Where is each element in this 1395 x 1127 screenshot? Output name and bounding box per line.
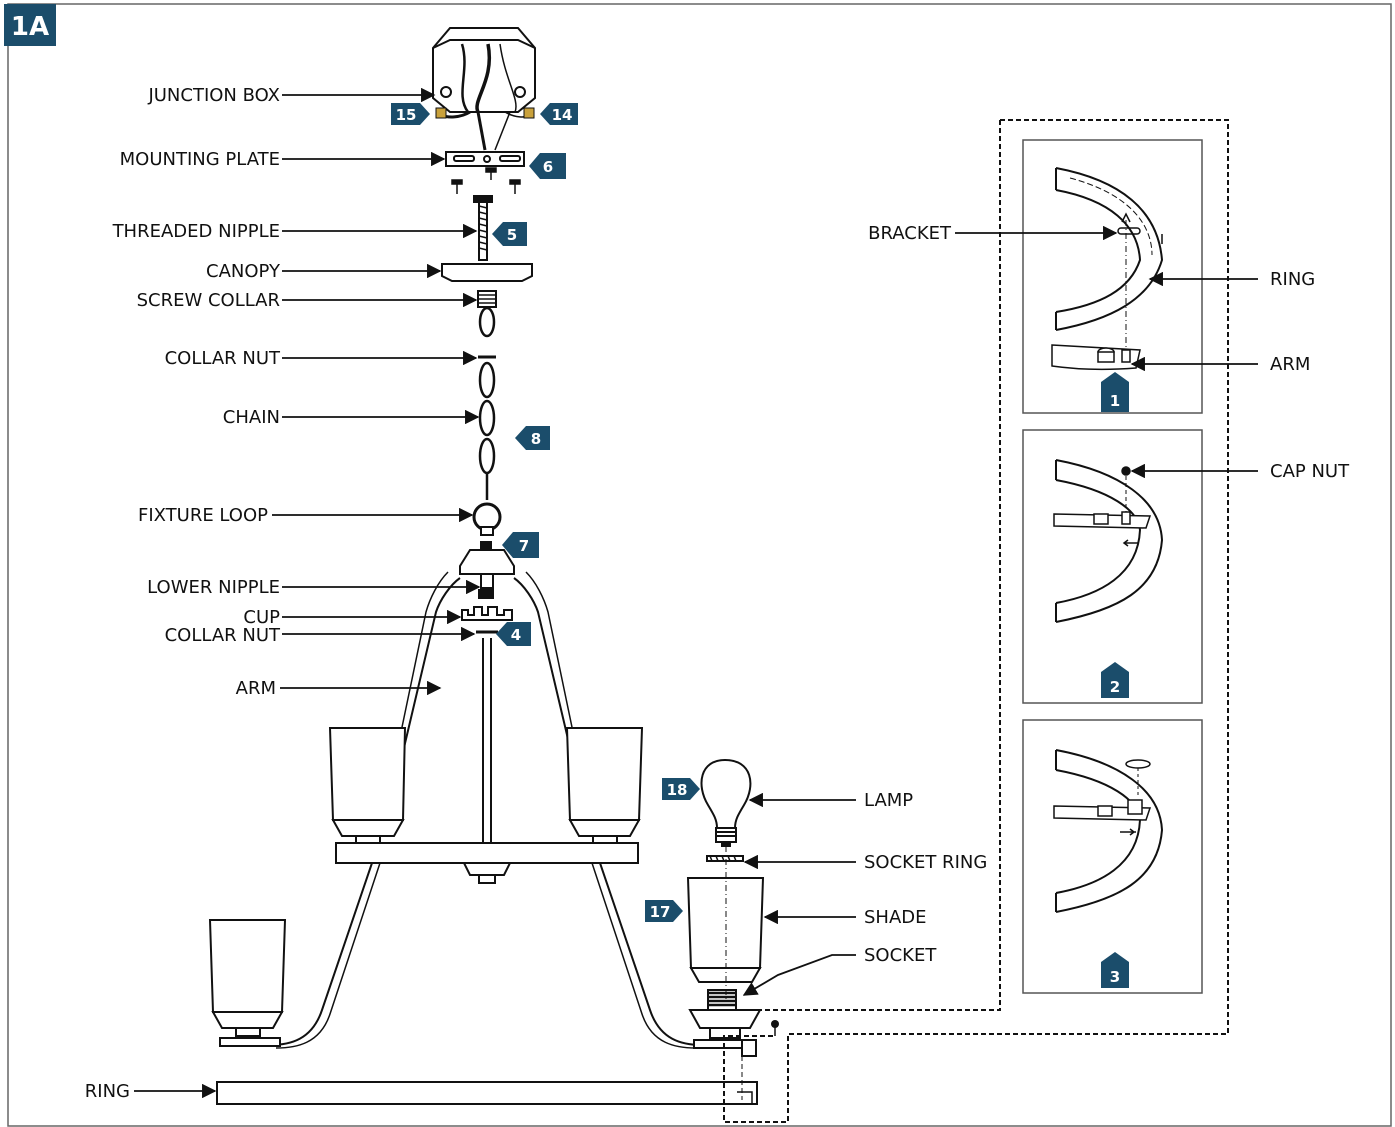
svg-text:1A: 1A bbox=[11, 12, 49, 42]
ring bbox=[216, 1048, 758, 1105]
label-fixture-loop: FIXTURE LOOP bbox=[138, 505, 268, 526]
svg-text:8: 8 bbox=[531, 430, 541, 448]
label-arm: ARM bbox=[236, 678, 276, 699]
mounting-plate bbox=[445, 151, 525, 167]
svg-text:2: 2 bbox=[1110, 678, 1120, 696]
lamp-bulb bbox=[700, 758, 752, 847]
shade bbox=[686, 877, 765, 983]
part-badge-8: 8 bbox=[515, 426, 550, 450]
svg-text:6: 6 bbox=[543, 158, 553, 176]
label-shade: SHADE bbox=[864, 907, 927, 928]
part-badge-14: 14 bbox=[540, 103, 578, 125]
detail-panel-3 bbox=[1022, 719, 1203, 994]
upper-left-shade bbox=[328, 727, 407, 845]
part-badge-18: 18 bbox=[662, 778, 700, 800]
label-threaded-nipple: THREADED NIPPLE bbox=[112, 221, 280, 242]
part-badge-5: 5 bbox=[492, 222, 527, 246]
label-canopy: CANOPY bbox=[206, 261, 281, 282]
svg-text:3: 3 bbox=[1110, 968, 1120, 986]
label-detail-ring: RING bbox=[1270, 269, 1315, 290]
detail-panel-2 bbox=[1022, 429, 1203, 704]
detail-step-1: 1 bbox=[1101, 372, 1129, 412]
chain bbox=[478, 306, 496, 500]
part-badge-6: 6 bbox=[529, 153, 566, 179]
label-collar-nut-upper: COLLAR NUT bbox=[165, 348, 281, 369]
leaders bbox=[134, 87, 1258, 1099]
label-mounting-plate: MOUNTING PLATE bbox=[120, 149, 280, 170]
part-badge-17: 17 bbox=[645, 900, 683, 922]
svg-text:15: 15 bbox=[396, 106, 417, 124]
detail-connector bbox=[723, 119, 1229, 1123]
svg-text:4: 4 bbox=[511, 626, 521, 644]
label-ring: RING bbox=[85, 1081, 130, 1102]
fixture-loop bbox=[472, 502, 502, 536]
label-junction-box: JUNCTION BOX bbox=[147, 85, 280, 106]
part-badge-15: 15 bbox=[391, 103, 430, 125]
label-cup: CUP bbox=[243, 607, 280, 628]
label-screw-collar: SCREW COLLAR bbox=[137, 290, 280, 311]
label-collar-nut-lower: COLLAR NUT bbox=[165, 625, 281, 646]
label-detail-cap-nut: CAP NUT bbox=[1270, 461, 1350, 482]
labels: JUNCTION BOX MOUNTING PLATE THREADED NIP… bbox=[85, 85, 1350, 1102]
upper-right-shade bbox=[565, 727, 644, 845]
svg-text:17: 17 bbox=[650, 903, 671, 921]
detail-step-3: 3 bbox=[1101, 952, 1129, 988]
screws bbox=[451, 167, 521, 194]
label-detail-bracket: BRACKET bbox=[868, 223, 952, 244]
label-detail-arm: ARM bbox=[1270, 354, 1310, 375]
step-badge: 1A bbox=[4, 4, 56, 46]
part-badge-7: 7 bbox=[502, 532, 539, 558]
socket-ring bbox=[706, 855, 744, 862]
lower-right-socket-cup bbox=[688, 1009, 762, 1057]
label-socket: SOCKET bbox=[864, 945, 937, 966]
svg-text:5: 5 bbox=[507, 226, 517, 244]
svg-text:7: 7 bbox=[519, 537, 529, 555]
svg-text:14: 14 bbox=[552, 106, 573, 124]
top-hub bbox=[459, 541, 515, 599]
part-badge-4: 4 bbox=[496, 622, 531, 646]
lower-left-shade bbox=[208, 919, 287, 1047]
label-socket-ring: SOCKET RING bbox=[864, 852, 987, 873]
svg-text:18: 18 bbox=[667, 781, 688, 799]
screw-collar bbox=[477, 290, 497, 308]
threaded-nipple bbox=[473, 195, 493, 261]
detail-panel-1 bbox=[1022, 139, 1203, 414]
fixture-drawing bbox=[208, 27, 765, 1105]
socket bbox=[707, 989, 737, 1011]
label-chain: CHAIN bbox=[223, 407, 280, 428]
middle-bar bbox=[335, 842, 639, 884]
outer-frame bbox=[7, 3, 1392, 1127]
label-lower-nipple: LOWER NIPPLE bbox=[147, 577, 280, 598]
canopy bbox=[441, 263, 533, 282]
junction-box bbox=[432, 27, 536, 151]
label-lamp: LAMP bbox=[864, 790, 913, 811]
svg-text:1: 1 bbox=[1110, 392, 1120, 410]
detail-step-2: 2 bbox=[1101, 662, 1129, 698]
cup bbox=[461, 606, 513, 634]
